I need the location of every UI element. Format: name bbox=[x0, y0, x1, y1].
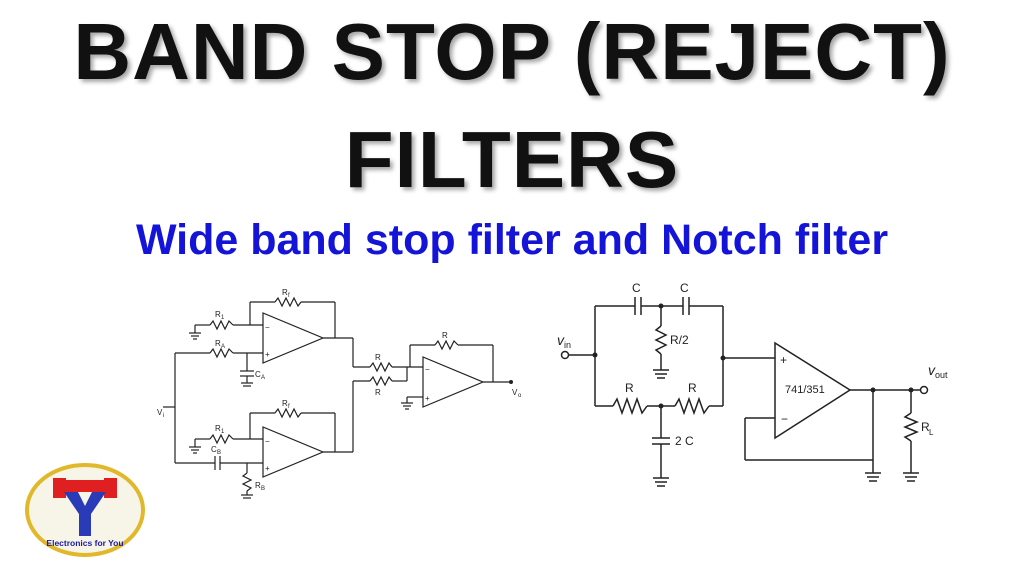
label-r-right: R bbox=[688, 381, 697, 395]
opamp-output bbox=[422, 356, 485, 408]
resistor-r-right bbox=[674, 396, 710, 416]
label-c1: C bbox=[632, 281, 641, 295]
logo-text: Electronics for You bbox=[46, 538, 123, 548]
label-r-sum-2: R bbox=[375, 388, 381, 397]
resistor-r1-bottom bbox=[209, 433, 234, 445]
label-r1-top-sub: 1 bbox=[221, 315, 225, 321]
label-rl: R bbox=[921, 420, 930, 434]
resistor-rb bbox=[241, 472, 253, 492]
logo-y-shape bbox=[64, 492, 106, 536]
label-opamp-minus: − bbox=[781, 412, 788, 426]
label-cb-sub: B bbox=[217, 450, 221, 456]
label-r-sum-1: R bbox=[375, 353, 381, 362]
efy-logo-graphic: Electronics for You bbox=[25, 463, 145, 557]
label-c2: C bbox=[680, 281, 689, 295]
efy-logo: Electronics for You bbox=[24, 462, 146, 558]
label-r-left: R bbox=[625, 381, 634, 395]
label-rf-top-sub: f bbox=[288, 293, 290, 299]
label-vo: V bbox=[512, 388, 518, 397]
label-rl-sub: L bbox=[929, 428, 934, 437]
label-vi: V bbox=[157, 408, 163, 417]
label-opamp-out-minus: − bbox=[425, 365, 430, 374]
label-r-feedback: R bbox=[442, 331, 448, 340]
label-r1-top: R bbox=[215, 310, 221, 319]
label-opamp-bottom-plus: + bbox=[265, 464, 270, 473]
label-rb: R bbox=[255, 481, 261, 490]
label-opamp-out-plus: + bbox=[425, 394, 430, 403]
label-ca-sub: A bbox=[261, 375, 265, 381]
label-opamp-plus: + bbox=[780, 353, 787, 367]
label-opamp-top-plus: + bbox=[265, 350, 270, 359]
label-cb: C bbox=[211, 445, 217, 454]
subtitle: Wide band stop filter and Notch filter bbox=[135, 216, 889, 264]
label-vout: v bbox=[928, 362, 936, 378]
resistor-rf-bottom bbox=[274, 407, 302, 419]
label-2c: 2 C bbox=[675, 434, 694, 448]
opamp-top bbox=[262, 312, 325, 364]
label-rf-top: R bbox=[282, 288, 288, 297]
label-vi-sub: i bbox=[163, 413, 164, 419]
label-vin: v bbox=[557, 332, 565, 348]
label-ca: C bbox=[255, 370, 261, 379]
logo-red-bar bbox=[60, 480, 110, 492]
label-opamp-bottom-minus: − bbox=[265, 437, 270, 446]
resistor-sum-2 bbox=[369, 375, 393, 387]
notch-schematic: C C R/2 v in R R 2 C 741/351 + − v out R… bbox=[557, 281, 948, 487]
title-line-2: FILTERS bbox=[344, 115, 680, 204]
wideband-schematic: R f R 1 R A C A − + R R R − + V i V o R … bbox=[157, 288, 522, 499]
label-opamp-top-minus: − bbox=[265, 323, 270, 332]
resistor-rf-top bbox=[274, 296, 302, 308]
label-ra: R bbox=[215, 339, 221, 348]
title-line-1: BAND STOP (REJECT) bbox=[73, 7, 951, 96]
resistor-rl bbox=[903, 412, 919, 442]
label-opamp-741: 741/351 bbox=[785, 384, 825, 396]
opamp-741 bbox=[774, 341, 852, 440]
label-rf-bottom: R bbox=[282, 399, 288, 408]
label-vin-sub: in bbox=[564, 340, 571, 350]
label-r-half: R/2 bbox=[670, 333, 689, 347]
label-vo-sub: o bbox=[518, 393, 522, 399]
opamp-bottom bbox=[262, 426, 325, 478]
resistor-ra bbox=[209, 347, 234, 359]
resistor-r-half bbox=[654, 325, 668, 355]
label-ra-sub: A bbox=[221, 344, 225, 350]
label-rf-bottom-sub: f bbox=[288, 404, 290, 410]
resistor-feedback bbox=[434, 339, 459, 351]
label-vout-sub: out bbox=[935, 370, 948, 380]
label-r1-bottom-sub: 1 bbox=[221, 429, 225, 435]
label-r1-bottom: R bbox=[215, 424, 221, 433]
resistor-sum-1 bbox=[369, 361, 393, 373]
label-rb-sub: B bbox=[261, 486, 265, 492]
resistor-r-left bbox=[612, 396, 648, 416]
resistor-r1-top bbox=[209, 319, 234, 331]
notch-filter-diagram: C C R/2 v in R R 2 C 741/351 + − v out R… bbox=[553, 278, 960, 498]
wideband-filter-diagram: R f R 1 R A C A − + R R R − + V i V o R … bbox=[155, 285, 540, 510]
